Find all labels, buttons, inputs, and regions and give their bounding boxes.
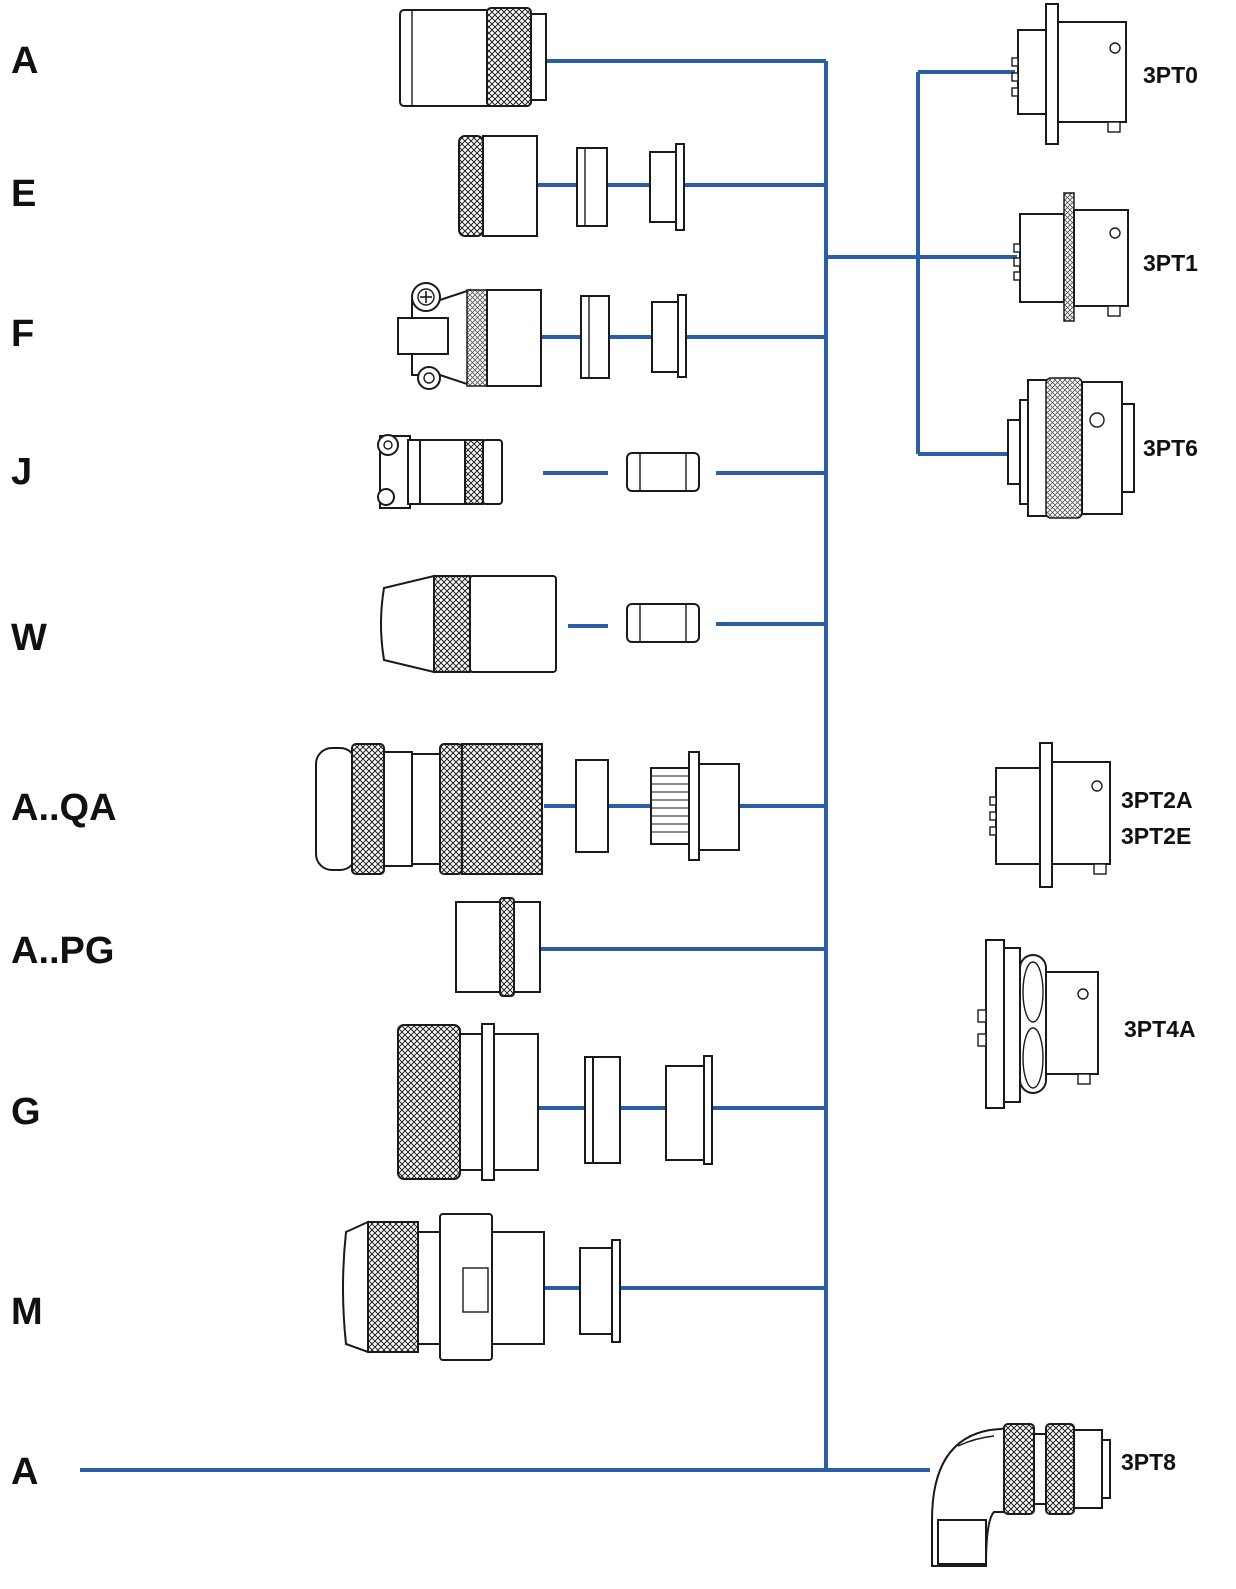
label-j: J xyxy=(11,451,32,493)
label-3pt8: 3PT8 xyxy=(1121,1449,1176,1475)
receptacle-3pt8 xyxy=(931,1423,1111,1567)
accessory-g-backshell xyxy=(397,1023,713,1181)
wiring xyxy=(80,59,1017,1472)
label-a-bottom: A xyxy=(11,1451,38,1493)
label-3pt1: 3PT1 xyxy=(1143,250,1198,276)
label-3pt4a: 3PT4A xyxy=(1124,1016,1196,1042)
accessory-w-boot xyxy=(380,574,700,674)
label-3pt6: 3PT6 xyxy=(1143,435,1198,461)
label-3pt2e: 3PT2E xyxy=(1121,823,1191,849)
right-labels: 3PT0 3PT1 3PT6 3PT2A 3PT2E 3PT4A 3PT8 xyxy=(1121,62,1198,1475)
label-a-qa: A..QA xyxy=(11,787,117,829)
accessory-qa-backshell xyxy=(315,743,740,875)
receptacle-3pt0 xyxy=(1011,3,1127,145)
left-labels: A E F J W A..QA A..PG G M A xyxy=(11,40,117,1493)
label-e: E xyxy=(11,173,36,215)
receptacle-3pt6 xyxy=(1007,377,1135,519)
accessory-pg-adapter xyxy=(455,897,541,997)
accessory-a-straight-plug xyxy=(399,7,547,107)
receptacle-3pt1 xyxy=(1013,192,1129,322)
label-w: W xyxy=(11,617,47,659)
label-a-pg: A..PG xyxy=(11,930,114,972)
accessory-e-clamp-set xyxy=(458,135,685,237)
label-f: F xyxy=(11,313,34,355)
label-m: M xyxy=(11,1291,43,1333)
label-3pt2a: 3PT2A xyxy=(1121,787,1193,813)
accessory-m-backshell xyxy=(342,1213,621,1361)
receptacle-3pt2 xyxy=(989,742,1111,888)
label-a-top: A xyxy=(11,40,38,82)
label-3pt0: 3PT0 xyxy=(1143,62,1198,88)
receptacle-3pt4a xyxy=(977,939,1099,1109)
accessory-j-small-clamp xyxy=(377,434,700,509)
label-g: G xyxy=(11,1091,41,1133)
accessory-f-cable-clamp xyxy=(397,282,687,390)
